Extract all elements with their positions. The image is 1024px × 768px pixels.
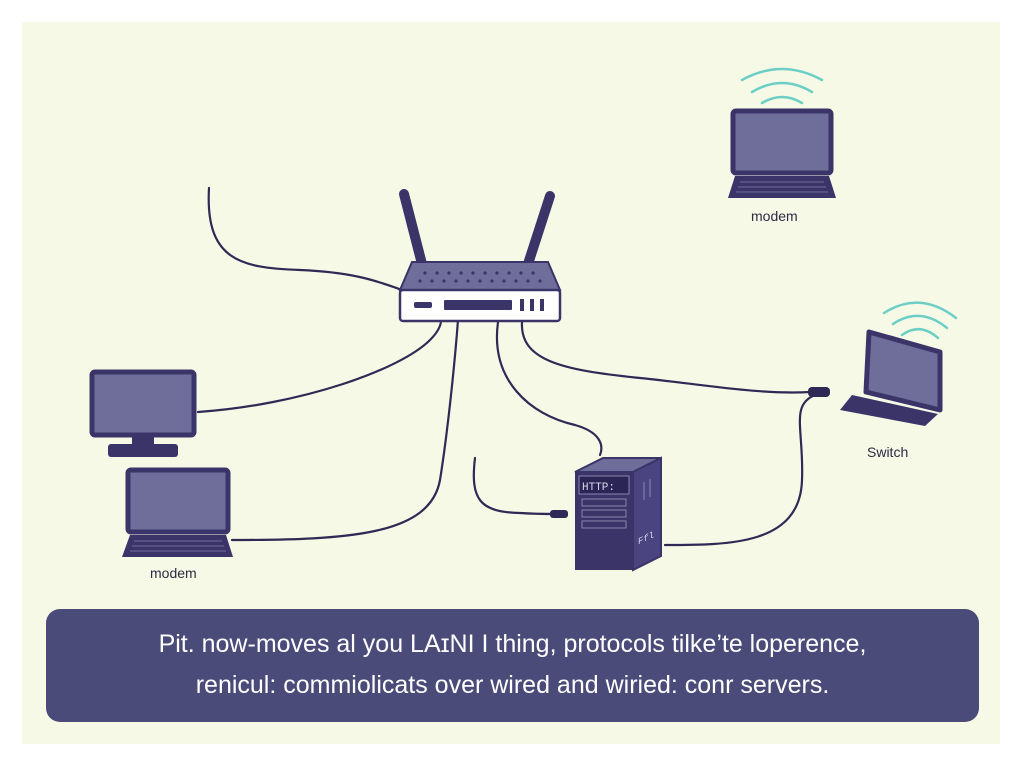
- router-led-1: [520, 299, 524, 311]
- wifi-icon-top: [740, 67, 824, 105]
- server-screen-label: HTTP:: [582, 482, 615, 494]
- router-antenna-right: [523, 191, 555, 269]
- cable-left-laptop: [230, 318, 460, 542]
- cables: [196, 186, 817, 547]
- laptop-left: [122, 467, 233, 557]
- desktop-computer: [89, 369, 197, 457]
- connectors: [550, 387, 830, 518]
- wifi-icon-right: [882, 301, 958, 340]
- server-screen: [578, 475, 630, 495]
- laptop-screen-left: [125, 467, 231, 535]
- router-vents: [418, 271, 542, 283]
- laptop-right: [840, 301, 958, 426]
- desktop-neck: [132, 437, 154, 445]
- server-bay-3: [581, 520, 627, 529]
- laptop-keys-top: [736, 181, 828, 193]
- server-bay-2: [581, 509, 627, 518]
- cable-server-right: [663, 393, 817, 547]
- server-side: [632, 456, 662, 572]
- router-antenna-left: [399, 189, 427, 269]
- router: [398, 189, 562, 323]
- cable-top-incoming: [207, 186, 404, 292]
- caption-line-1: Pit. now-moves al you LAɪNI I thing, pro…: [158, 630, 867, 658]
- server-bay-1: [581, 498, 627, 507]
- cable-server-left: [472, 456, 558, 516]
- server-side-vents: [643, 479, 651, 500]
- left-laptop-label: modem: [150, 565, 197, 581]
- cable-desktop: [196, 318, 442, 414]
- laptop-keys-left: [130, 540, 226, 552]
- desktop-stand: [108, 444, 178, 457]
- right-laptop-label: Switch: [867, 444, 909, 460]
- connector-right: [808, 387, 830, 397]
- desktop-screen: [89, 369, 197, 438]
- laptop-top-right: [728, 67, 836, 198]
- cable-right-laptop: [520, 320, 812, 394]
- router-top: [398, 261, 562, 291]
- connector-server-left: [550, 510, 568, 518]
- router-led-2: [530, 299, 534, 311]
- laptop-screen-right: [863, 329, 943, 413]
- caption-line-2: renicul: commiolicats over wired and wir…: [195, 671, 830, 699]
- router-led-3: [540, 299, 544, 311]
- router-port-bar: [444, 300, 512, 310]
- laptop-base-right: [840, 395, 938, 426]
- router-led-left: [414, 302, 432, 308]
- laptop-screen-top: [730, 108, 834, 176]
- caption-box: Pit. now-moves al you LAɪNI I thing, pro…: [46, 609, 979, 722]
- server: [574, 456, 662, 572]
- top-right-laptop-label: modem: [751, 208, 798, 224]
- cable-server-top: [495, 320, 603, 457]
